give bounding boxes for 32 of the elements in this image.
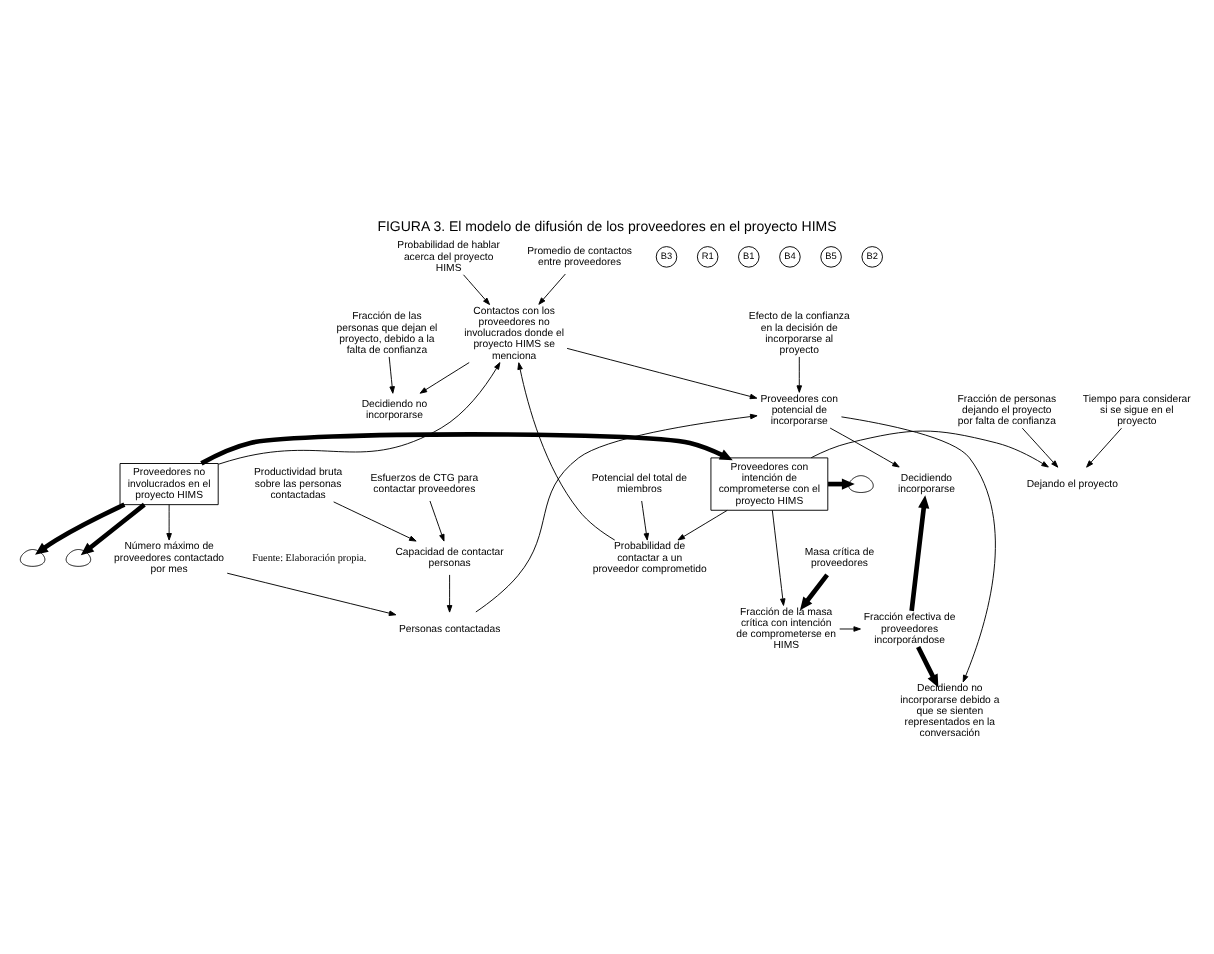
- arrow: [1086, 426, 1122, 467]
- arrow: [200, 431, 733, 465]
- arrow: [796, 355, 803, 392]
- arrow: [641, 499, 650, 540]
- arrow: [771, 508, 786, 605]
- arrow: [841, 415, 996, 682]
- node-cloud: [848, 474, 874, 492]
- arrow: [566, 346, 758, 399]
- arrow: [829, 426, 900, 467]
- arrow: [1021, 426, 1059, 467]
- arrow: [538, 272, 566, 304]
- arrow: [800, 572, 829, 610]
- arrow: [429, 499, 445, 541]
- node-cloud: [19, 548, 46, 566]
- arrow: [810, 429, 1049, 467]
- arrow: [80, 501, 146, 555]
- arrow: [446, 573, 453, 612]
- node-cloud: [65, 548, 92, 566]
- arrow: [226, 571, 397, 615]
- arrow: [909, 494, 930, 611]
- arrow: [475, 412, 758, 612]
- arrow: [677, 508, 728, 540]
- arrow: [839, 625, 861, 631]
- arrow: [333, 500, 417, 541]
- arrow: [217, 361, 501, 464]
- arrow: [419, 361, 470, 393]
- arrow: [463, 273, 491, 304]
- arrow: [388, 355, 395, 393]
- arrow: [35, 501, 126, 554]
- arrow: [517, 361, 616, 540]
- arrow: [916, 644, 939, 687]
- arrow: [166, 503, 172, 540]
